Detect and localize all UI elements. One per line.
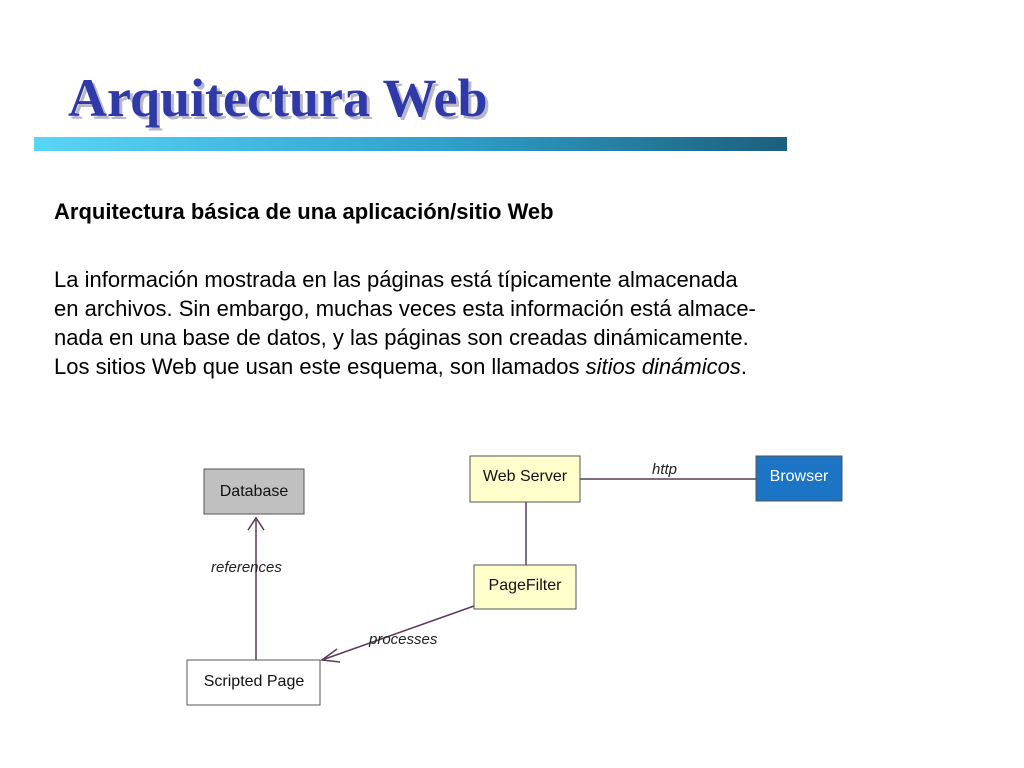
references-arrowhead-icon <box>247 516 265 531</box>
node-database-label: Database <box>220 483 289 500</box>
body-paragraph: La información mostrada en las páginas e… <box>54 265 974 381</box>
processes-arrowhead-icon <box>320 648 341 663</box>
node-web-server-label: Web Server <box>483 468 568 485</box>
node-web-server: Web Server <box>469 455 581 503</box>
edge-label-http: http <box>652 461 677 478</box>
emphasis-sitios-dinamicos: sitios dinámicos <box>585 354 741 379</box>
paragraph-line-4: Los sitios Web que usan este esquema, so… <box>54 352 974 381</box>
node-scripted-page-label: Scripted Page <box>204 673 305 690</box>
node-browser-label: Browser <box>770 468 829 485</box>
paragraph-line-1: La información mostrada en las páginas e… <box>54 267 738 292</box>
node-page-filter-label: PageFilter <box>489 577 563 594</box>
edge-processes <box>321 605 475 661</box>
paragraph-line-4-suffix: . <box>740 354 747 379</box>
edge-label-references: references <box>211 559 282 576</box>
node-scripted-page: Scripted Page <box>186 659 321 706</box>
paragraph-line-4-prefix: Los sitios Web que usan este esquema, so… <box>54 354 586 379</box>
node-database: Database <box>203 468 305 515</box>
title-underline-bar <box>34 137 787 151</box>
edge-label-processes: processes <box>368 631 438 648</box>
paragraph-line-3: nada en una base de datos, y las páginas… <box>54 325 749 350</box>
node-browser: Browser <box>755 455 843 502</box>
slide-title: Arquitectura Web <box>68 68 488 128</box>
paragraph-line-2: en archivos. Sin embargo, muchas veces e… <box>54 296 756 321</box>
slide-subtitle: Arquitectura básica de una aplicación/si… <box>54 199 554 224</box>
node-page-filter: PageFilter <box>473 564 577 610</box>
